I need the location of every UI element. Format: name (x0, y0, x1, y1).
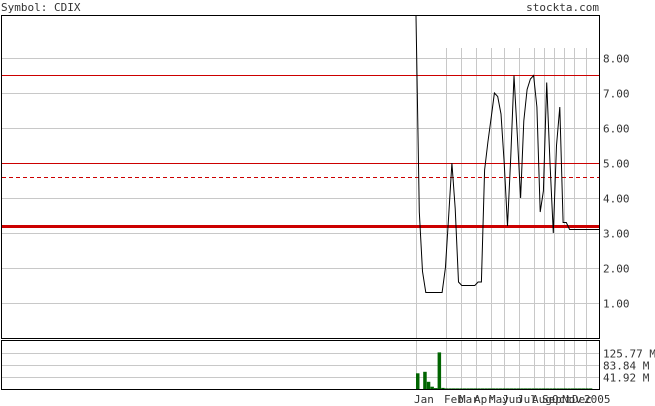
volume-bar (513, 388, 517, 389)
volume-tick-label: 41.92 M (603, 372, 650, 385)
volume-bar (462, 388, 467, 389)
volume-bar (430, 386, 434, 389)
x-tick-label: Jul (517, 393, 537, 406)
price-panel-frame (1, 15, 600, 339)
price-tick-label: 6.00 (603, 123, 630, 136)
volume-bar (452, 388, 456, 389)
volume-bar (441, 387, 445, 389)
price-tick-label: 3.00 (603, 228, 630, 241)
volume-bar (563, 388, 568, 389)
volume-bar (488, 388, 492, 389)
volume-bar (549, 388, 553, 389)
volume-bar (437, 352, 442, 389)
x-tick-label: Aug (532, 393, 552, 406)
volume-bar (534, 388, 539, 389)
volume-bars (416, 352, 593, 389)
volume-bar (531, 388, 535, 389)
price-line (415, 15, 599, 293)
volume-bar (484, 388, 488, 389)
volume-bar (434, 388, 438, 389)
volume-tick-label: 125.77 M (603, 348, 655, 361)
volume-bar (527, 388, 532, 389)
x-tick-label: May (489, 393, 509, 406)
volume-bar (455, 388, 460, 389)
volume-bar (542, 388, 546, 389)
price-grid (2, 48, 599, 389)
volume-bar (498, 388, 503, 389)
price-tick-label: 5.00 (603, 158, 630, 171)
x-tick-label: Feb (444, 393, 464, 406)
site-label: stockta.com (526, 1, 599, 14)
volume-bar (448, 388, 452, 389)
volume-bar (516, 388, 521, 389)
volume-bar (466, 388, 470, 389)
volume-bar (477, 388, 481, 389)
volume-bar (556, 388, 560, 389)
volume-bar (495, 388, 499, 389)
price-tick-label: 4.00 (603, 193, 630, 206)
volume-bar (588, 388, 593, 389)
x-tick-label: Sep (542, 393, 562, 406)
volume-bar (502, 388, 506, 389)
x-tick-label: Apr (474, 393, 494, 406)
volume-bar (578, 388, 582, 389)
volume-bar (552, 388, 557, 389)
volume-bar (570, 388, 575, 389)
price-y-axis: 1.00 2.00 3.00 4.00 5.00 6.00 7.00 8.00 (603, 53, 630, 311)
volume-bar (426, 381, 431, 389)
volume-bar (480, 388, 485, 389)
volume-bar (545, 388, 550, 389)
x-tick-label: Dec (572, 393, 592, 406)
resistance-lines (2, 75, 599, 228)
volume-bar (423, 371, 427, 389)
x-tick-label: Jun (502, 393, 522, 406)
volume-tick-label: 83.84 M (603, 360, 650, 373)
volume-bar (473, 388, 478, 389)
volume-bar (524, 388, 528, 389)
volume-bar (581, 388, 586, 389)
x-tick-label: Mar (459, 393, 479, 406)
volume-bar (470, 388, 474, 389)
volume-bar (491, 388, 496, 389)
volume-bar (416, 373, 420, 389)
volume-panel-frame (1, 340, 600, 390)
x-tick-label: 2005 (584, 393, 611, 406)
volume-bar (560, 388, 564, 389)
volume-grid (2, 353, 599, 378)
price-tick-label: 2.00 (603, 263, 630, 276)
volume-bar (444, 388, 449, 389)
symbol-label: Symbol: CDIX (1, 1, 81, 14)
price-tick-label: 1.00 (603, 298, 630, 311)
x-tick-label: Jan (414, 393, 434, 406)
price-tick-label: 8.00 (603, 53, 630, 66)
volume-bar (585, 388, 589, 389)
volume-bar (538, 388, 542, 389)
price-series (415, 15, 599, 293)
volume-bar (520, 388, 524, 389)
volume-bar (509, 388, 514, 389)
volume-bar (574, 388, 578, 389)
x-tick-label: Nov (562, 393, 582, 406)
volume-bar (506, 388, 510, 389)
price-tick-label: 7.00 (603, 88, 630, 101)
x-tick-label: Oct (552, 393, 572, 406)
volume-bar (567, 388, 571, 389)
volume-bar (459, 388, 463, 389)
